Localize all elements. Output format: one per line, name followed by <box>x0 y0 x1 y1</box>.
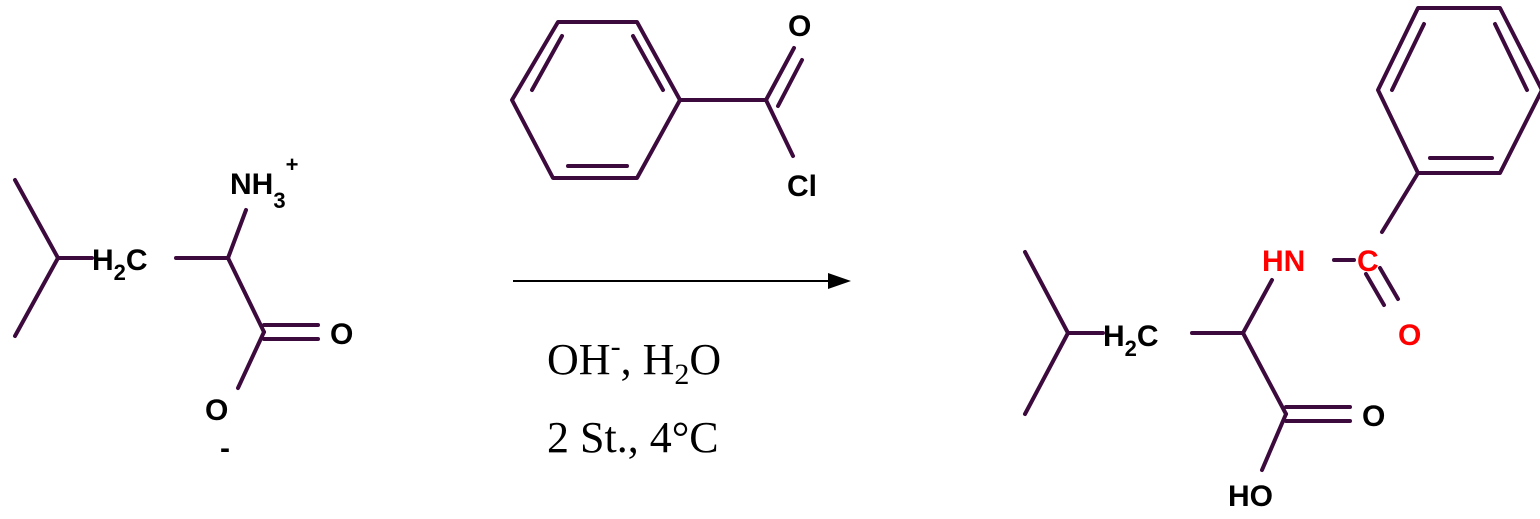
bond <box>631 34 665 92</box>
bond <box>13 256 60 338</box>
bond <box>236 330 266 390</box>
amine-label: NH3+ <box>230 152 298 213</box>
reactant-labels: NH3+ H2C O O - <box>92 152 353 465</box>
bond <box>1241 331 1288 416</box>
acid-carbonyl-oxygen-label: O <box>1362 400 1385 433</box>
carbonyl-oxygen-label: O <box>330 318 353 351</box>
bond <box>226 256 266 334</box>
amide-carbon-label: C <box>1357 245 1379 278</box>
acyl-oxygen-label: O <box>788 10 811 43</box>
reactant-molecule <box>13 178 320 390</box>
bond <box>1378 266 1400 301</box>
reagent-molecule <box>510 20 804 180</box>
conditions-line-1: OH-, H2O <box>547 330 721 391</box>
reaction-arrow <box>513 273 851 289</box>
bond <box>1241 278 1274 335</box>
amide-nitrogen-label: HN <box>1262 245 1305 278</box>
hydroxyl-label: HO <box>1228 480 1273 513</box>
conditions-line-2: 2 St., 4°C <box>547 413 719 462</box>
bond <box>1364 272 1386 307</box>
benzene-ring <box>510 20 682 180</box>
bond <box>764 98 795 158</box>
bond <box>1493 22 1529 92</box>
bond <box>1260 412 1288 472</box>
bond <box>226 208 248 260</box>
amide-oxygen-label: O <box>1398 319 1421 352</box>
bond <box>13 178 60 260</box>
bond <box>1390 22 1426 92</box>
bond <box>1023 331 1070 416</box>
bond <box>530 34 564 92</box>
bond <box>776 58 804 108</box>
methylene-label: H2C <box>92 244 148 285</box>
product-labels: H2C HN C O O HO <box>1103 245 1421 513</box>
bond <box>1380 171 1420 234</box>
benzene-ring <box>1376 6 1540 175</box>
bond <box>764 46 796 102</box>
chlorine-label: Cl <box>787 170 817 203</box>
product-molecule <box>1023 6 1540 472</box>
carboxylate-oxygen-label: O <box>205 394 228 427</box>
bond <box>1023 250 1070 335</box>
reagent-labels: O Cl <box>787 10 817 203</box>
product-methylene-label: H2C <box>1103 320 1159 361</box>
carboxylate-charge-label: - <box>220 432 230 465</box>
